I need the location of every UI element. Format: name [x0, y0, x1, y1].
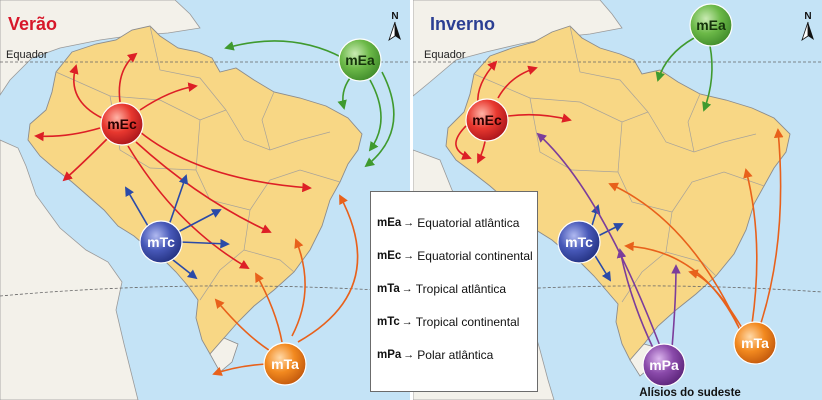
legend-label: Equatorial atlântica [417, 215, 520, 230]
arrow-mTc [597, 223, 624, 237]
arrow-mTc [593, 253, 612, 282]
legend-item-mTa: mTa → Tropical atlântica [377, 272, 531, 305]
north-label: N [391, 11, 398, 22]
arrow-mEa [364, 71, 395, 168]
legend-code: mEc [377, 249, 402, 262]
arrow-mEa [224, 40, 344, 59]
arrow-mPa [536, 132, 661, 347]
season-title: Inverno [430, 14, 495, 34]
arrow-mTa [214, 298, 273, 353]
air-mass-mEa: mEa [689, 3, 733, 47]
air-mass-mTa: mTa [733, 321, 777, 365]
air-mass-label: mTc [147, 234, 175, 250]
arrow-mEc [139, 82, 198, 111]
equator-label: Equador [424, 49, 466, 61]
arrow-mTa [759, 128, 784, 327]
arrow-mTa [297, 194, 359, 343]
arrow-mTa [624, 241, 739, 327]
legend-arrow-icon: → [403, 249, 415, 262]
legend-code: mTa [377, 282, 400, 295]
air-mass-label: mEc [472, 112, 502, 128]
legend-item-mPa: mPa → Polar atlântica [377, 338, 531, 371]
arrow-mEc [455, 125, 472, 160]
air-mass-mTc: mTc [557, 220, 601, 264]
legend-arrow-icon: → [403, 348, 415, 361]
tropic-line [0, 285, 410, 297]
legend-label: Polar atlântica [417, 347, 494, 362]
legend-label: Tropical continental [415, 314, 520, 329]
arrow-mEc [497, 65, 538, 99]
winter-arrows [455, 37, 784, 351]
air-mass-label: mEc [107, 116, 137, 132]
arrow-mEc [62, 137, 109, 182]
legend-code: mTc [377, 315, 400, 328]
arrow-mEc [69, 64, 103, 119]
arrow-mEc [34, 127, 101, 142]
arrow-mTa [255, 272, 283, 343]
arrow-mPa [671, 264, 681, 349]
arrow-mTc [177, 209, 222, 233]
legend-label: Tropical atlântica [415, 281, 507, 296]
legend-arrow-icon: → [401, 282, 413, 295]
arrow-mTc [125, 186, 149, 227]
arrow-mEa [337, 77, 351, 110]
north-arrow-icon: N [388, 11, 401, 41]
arrow-mEa [368, 79, 382, 152]
arrow-mEc [118, 52, 138, 103]
air-mass-label: mPa [649, 357, 679, 373]
legend-item-mEa: mEa → Equatorial atlântica [377, 206, 531, 239]
air-mass-label: mTc [565, 234, 593, 250]
legend-arrow-icon: → [403, 216, 415, 229]
legend-item-mTc: mTc → Tropical continental [377, 305, 531, 338]
arrow-mTa [688, 269, 743, 329]
arrow-mEc [507, 113, 572, 123]
winter-caption: Alísios do sudeste [639, 387, 741, 399]
arrow-mPa [616, 248, 655, 351]
summer-panel: mEa mEc mTc mTa Verão Equador N [0, 0, 410, 400]
season-title: Verão [8, 14, 57, 34]
legend-code: mEa [377, 216, 402, 229]
air-mass-mEc: mEc [100, 102, 144, 146]
arrow-mTa [212, 363, 267, 376]
air-mass-label: mEa [345, 52, 375, 68]
state-borders [473, 25, 765, 303]
legend-arrow-icon: → [401, 315, 413, 328]
air-mass-mEc: mEc [465, 98, 509, 142]
arrow-mEa [702, 45, 713, 112]
equator-label: Equador [6, 49, 48, 61]
state-borders [55, 25, 341, 301]
south-america-land [0, 0, 201, 400]
legend-label: Equatorial continental [417, 248, 533, 263]
legend: mEa → Equatorial atlântica mEc → Equator… [370, 191, 538, 392]
north-arrow-icon: N [801, 11, 814, 41]
air-mass-label: mTa [741, 335, 769, 351]
summer-arrows [34, 40, 395, 376]
arrow-mEc [139, 131, 312, 193]
legend-code: mPa [377, 348, 402, 361]
arrow-mTa [291, 238, 306, 337]
north-label: N [804, 11, 811, 22]
arrow-mEc [127, 145, 250, 269]
air-mass-mTa: mTa [263, 342, 307, 386]
legend-item-mEc: mEc → Equatorial continental [377, 239, 533, 272]
air-mass-mTc: mTc [139, 220, 183, 264]
arrow-mTc [179, 238, 230, 249]
arrow-mTa [743, 168, 758, 325]
arrow-mEc [135, 141, 272, 234]
air-mass-mEa: mEa [338, 38, 382, 82]
air-mass-mPa: mPa [642, 343, 686, 387]
arrow-mTc [167, 174, 189, 229]
arrow-mEa [655, 37, 695, 82]
air-mass-label: mEa [696, 17, 726, 33]
air-mass-label: mTa [271, 356, 299, 372]
